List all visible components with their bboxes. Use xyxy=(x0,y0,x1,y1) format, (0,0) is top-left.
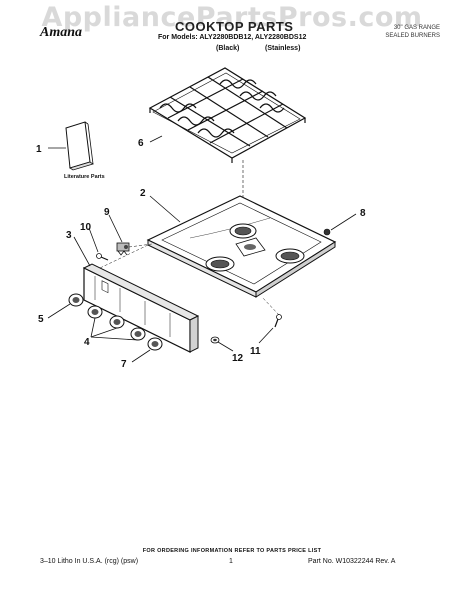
callout-3: 3 xyxy=(66,230,72,241)
orifice-fitting xyxy=(210,336,220,344)
switch-screw xyxy=(96,253,109,261)
leader-lines xyxy=(47,135,357,363)
callout-12: 12 xyxy=(232,353,244,364)
range-description: 30" GAS RANGE SEALED BURNERS xyxy=(362,24,440,40)
switch-alignment-line xyxy=(128,243,153,248)
color-stainless-label: (Stainless) xyxy=(265,45,301,52)
range-type: 30" GAS RANGE xyxy=(393,25,440,31)
knob-2 xyxy=(87,305,103,319)
part-number: Part No. W10322244 Rev. A xyxy=(308,558,396,565)
page-title: COOKTOP PARTS xyxy=(175,19,294,34)
panel-alignment-line xyxy=(99,244,149,269)
callout-2: 2 xyxy=(140,188,146,199)
callout-8: 8 xyxy=(360,208,366,219)
brand-logo: Amana xyxy=(40,25,83,40)
callout-10: 10 xyxy=(80,222,92,233)
cooktop-screw xyxy=(274,314,282,328)
callout-6: 6 xyxy=(138,138,144,149)
literature-parts-label: Literature Parts xyxy=(64,174,105,180)
burner-front-left xyxy=(205,256,235,272)
burner-type: SEALED BURNERS xyxy=(385,33,440,39)
callout-11: 11 xyxy=(250,346,261,357)
literature-booklet xyxy=(65,121,94,171)
screw-alignment-line xyxy=(261,296,280,316)
burner-center xyxy=(235,237,266,257)
cooktop-plug xyxy=(323,228,331,236)
callout-4: 4 xyxy=(84,337,90,348)
callout-7: 7 xyxy=(121,359,127,370)
models-line: For Models: ALY2280BDB12, ALY2280BDS12 xyxy=(158,34,307,41)
knob-left xyxy=(68,293,84,307)
knob-4 xyxy=(130,327,146,341)
ordering-note: FOR ORDERING INFORMATION REFER TO PARTS … xyxy=(142,548,322,554)
watermark: AppliancePartsPros.com xyxy=(41,2,423,33)
burner-grate xyxy=(148,67,307,163)
callout-1: 1 xyxy=(36,144,42,155)
knob-3 xyxy=(109,315,125,329)
knob-5 xyxy=(147,337,163,351)
manifold-panel xyxy=(82,263,200,353)
callout-5: 5 xyxy=(38,314,44,325)
callout-9: 9 xyxy=(104,207,110,218)
ignition-switch xyxy=(116,242,130,256)
litho-note: 3–10 Litho In U.S.A. (rcg) (psw) xyxy=(40,558,139,565)
page-number: 1 xyxy=(229,558,233,565)
control-knobs xyxy=(68,293,163,351)
color-black-label: (Black) xyxy=(216,45,240,52)
burner-right xyxy=(275,248,305,264)
burner-rear-left xyxy=(229,223,257,239)
